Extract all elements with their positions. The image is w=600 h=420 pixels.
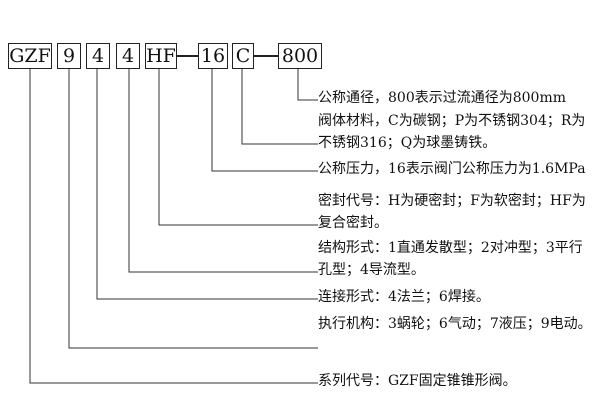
leader-pressure (211, 69, 318, 172)
code-box-structure: 4 (116, 43, 140, 69)
code-box-material: C (232, 43, 254, 69)
desc-diameter: 公称通径，800表示过流通径为800mm (318, 90, 566, 106)
desc-material: 阀体材料，C为碳钢；P为不锈钢304；R为不锈钢316；Q为球墨铸铁。 (318, 113, 586, 151)
code-dash-2 (254, 55, 278, 57)
desc-series: 系列代号：GZF固定锥锥形阀。 (318, 373, 517, 389)
code-dash-1 (177, 55, 198, 57)
code-box-drive: 9 (57, 43, 81, 69)
leader-structure (128, 69, 318, 273)
leader-drive (68, 69, 318, 349)
code-box-pressure: 16 (198, 43, 228, 69)
leader-series (29, 69, 318, 384)
desc-pressure: 公称压力，16表示阀门公称压力为1.6MPa (318, 161, 586, 177)
leader-connection (96, 69, 318, 300)
desc-structure: 结构形式：1直通发散型；2对冲型；3平行孔型；4导流型。 (318, 240, 583, 278)
leader-material (241, 69, 318, 145)
desc-connection: 连接形式：4法兰；6焊接。 (318, 289, 490, 305)
desc-seal: 密封代号：H为硬密封；F为软密封；HF为复合密封。 (318, 193, 586, 231)
leader-seal (158, 69, 318, 226)
code-box-series: GZF (8, 43, 52, 69)
desc-drive: 执行机构：3蜗轮；6气动；7液压；9电动。 (318, 316, 592, 332)
code-box-connection: 4 (86, 43, 110, 69)
leader-diameter (297, 69, 318, 101)
code-box-seal: HF (145, 43, 177, 69)
code-box-diameter: 800 (278, 43, 322, 69)
